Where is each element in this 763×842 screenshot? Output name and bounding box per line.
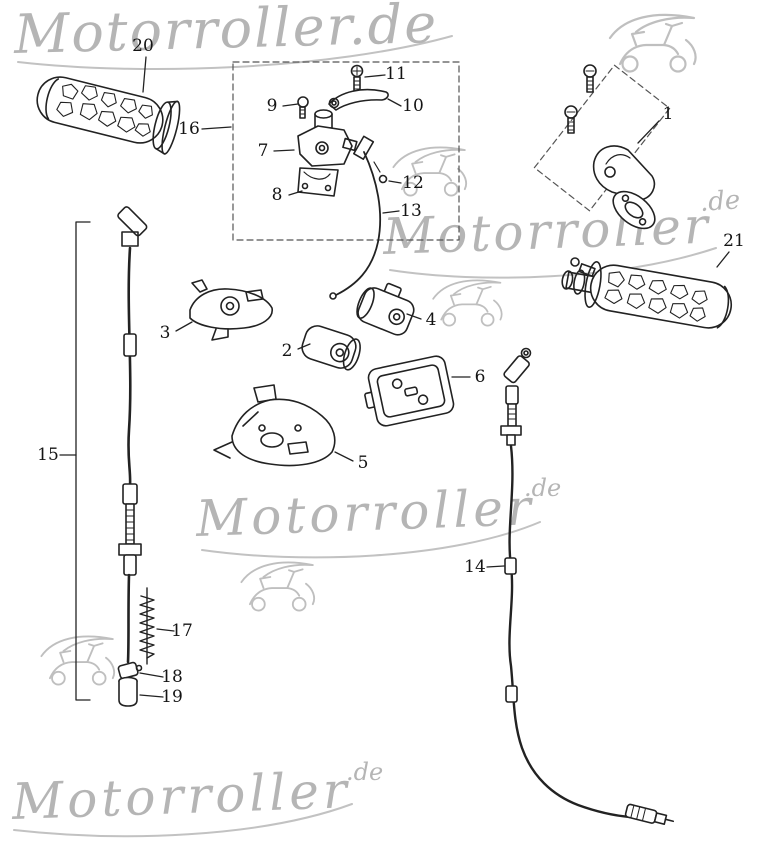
part-20-left-grip-drawing [36,76,181,155]
part-4-cylinder-drawing [356,282,415,336]
watermark-bottom-de: .de [346,758,384,786]
part-label-3: 3 [159,323,171,343]
watermark-center-de: .de [524,474,562,502]
part-2-cylinder-drawing [301,325,361,371]
part-label-4: 4 [425,310,437,330]
part-18-fitting-drawing [117,661,143,680]
part-15-cable-drawing [117,206,148,664]
part-label-18: 18 [161,667,183,687]
part-1-clamp-group-drawing [533,64,671,230]
part-label-7: 7 [257,141,269,161]
part-label-2: 2 [281,341,293,361]
part-8-clamp-drawing [297,167,339,197]
part-10-brake-lever-drawing [328,88,389,111]
part-12-cable-end-drawing [373,161,388,184]
part-label-17: 17 [171,621,193,641]
part-label-15: 15 [37,445,59,465]
part-14-throttle-cable-drawing [500,347,675,825]
leader-lines [59,56,730,701]
part-label-12: 12 [402,173,424,193]
part-label-5: 5 [357,453,369,473]
part-label-9: 9 [266,96,278,116]
part-5-lower-housing-drawing [213,384,336,467]
part-label-20: 20 [132,36,154,56]
part-label-13: 13 [400,201,422,221]
part-label-19: 19 [161,687,183,707]
part-label-10: 10 [402,96,424,116]
part-19-end-cap-drawing [118,676,138,707]
bracket-15 [75,221,91,701]
part-21-right-grip-drawing [561,257,733,329]
part-label-11: 11 [385,64,407,84]
part-3-switch-housing-drawing [189,279,273,341]
part-label-21: 21 [723,231,745,251]
part-17-spring-drawing [139,587,155,665]
part-label-1: 1 [662,104,674,124]
part-label-8: 8 [271,185,283,205]
part-6-cover-plate-drawing [364,355,455,427]
part-7-lever-bracket-drawing [297,109,358,167]
part-label-16: 16 [178,119,200,139]
part-13-cable-drawing [329,135,381,300]
part-9-screw-drawing [297,96,309,119]
part-label-6: 6 [474,367,486,387]
lever-assembly-dashed-box [232,61,460,241]
part-label-14: 14 [464,557,486,577]
